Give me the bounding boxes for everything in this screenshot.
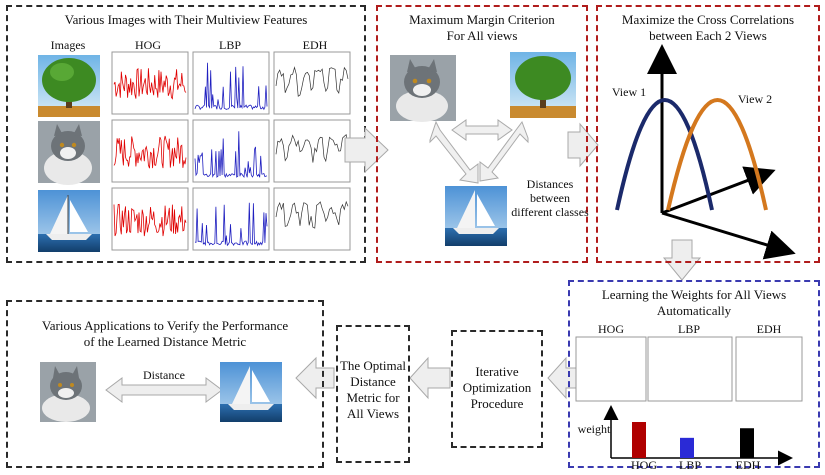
max-margin-panel: [376, 5, 588, 263]
cc-title-1: Maximize the Cross Correlations: [621, 12, 795, 27]
bar-hog-label: HOG: [631, 458, 657, 472]
mmc-title-1: Maximum Margin Criterion: [409, 12, 555, 27]
lw-edh-label: EDH: [756, 322, 782, 336]
distances-label-1: Distances: [526, 177, 574, 191]
optimal-metric-panel: [336, 325, 410, 463]
mmc-title-2: For All views: [446, 28, 518, 43]
app-cat-image: [40, 362, 96, 422]
iterative-line-1: Iterative: [475, 364, 519, 379]
column-edh: EDH: [302, 38, 328, 52]
multiview-features-title: Various Images with Their Multiview Feat…: [64, 12, 308, 27]
hog-histogram-curve: [113, 135, 187, 169]
lbp-histogram-curve: [194, 62, 268, 111]
app-sailboat-image: [220, 362, 282, 422]
lw-title-1: Learning the Weights for All Views: [601, 287, 787, 302]
hog-histogram-curve: [113, 203, 187, 237]
mmc-sailboat-image: [445, 186, 507, 246]
cross-correlation-panel: [596, 5, 820, 263]
lbp-histogram-curve: [194, 131, 268, 179]
mmc-tree-image: [510, 52, 576, 118]
iterative-line-2: Optimization: [462, 380, 532, 395]
optimal-line-1: The Optimal: [339, 358, 407, 373]
edh-histogram-curve: [275, 200, 349, 229]
weight-bar-edh: [740, 428, 754, 458]
apps-title-2: of the Learned Distance Metric: [83, 334, 247, 349]
learning-weights-panel: [568, 280, 820, 468]
distances-label-2: between: [530, 191, 570, 205]
lw-hog-label: HOG: [598, 322, 624, 336]
cat-image: [38, 121, 100, 185]
lw-lbp-label: LBP: [677, 322, 700, 336]
weight-bars: [632, 422, 754, 458]
column-images: Images: [50, 38, 86, 52]
optimal-line-3: Metric for: [346, 390, 400, 405]
column-hog: HOG: [135, 38, 161, 52]
iterative-optimization-panel: [451, 330, 543, 448]
distances-label-3: different classes: [511, 205, 589, 219]
edh-histogram-curve: [275, 134, 349, 163]
sailboat-image: [38, 190, 100, 252]
applications-panel: [6, 300, 324, 468]
distance-label: Distance: [143, 368, 185, 382]
weight-hist-frames: [575, 336, 803, 402]
weight-bar-hog: [632, 422, 646, 458]
mmc-cat-image: [390, 55, 456, 122]
bar-edh-label: EDH: [735, 458, 761, 472]
tree-image: [38, 55, 100, 117]
weight-axis-label: weight: [577, 422, 611, 436]
column-lbp: LBP: [218, 38, 241, 52]
bar-lbp-label: LBP: [678, 458, 701, 472]
lw-title-2: Automatically: [656, 303, 732, 318]
view1-label: View 1: [611, 85, 647, 99]
edh-histogram-curve: [275, 66, 349, 97]
apps-title-1: Various Applications to Verify the Perfo…: [41, 318, 289, 333]
lbp-histogram-curve: [194, 202, 268, 247]
correlation-axes: [615, 44, 796, 260]
iterative-line-3: Procedure: [470, 396, 524, 411]
cc-title-2: between Each 2 Views: [649, 28, 767, 43]
view2-label: View 2: [737, 92, 773, 106]
optimal-line-4: All Views: [346, 406, 400, 421]
optimal-line-2: Distance: [350, 374, 396, 389]
weight-bar-lbp: [680, 437, 694, 458]
distance-arrows: [429, 119, 529, 184]
hog-histogram-curve: [113, 67, 187, 100]
